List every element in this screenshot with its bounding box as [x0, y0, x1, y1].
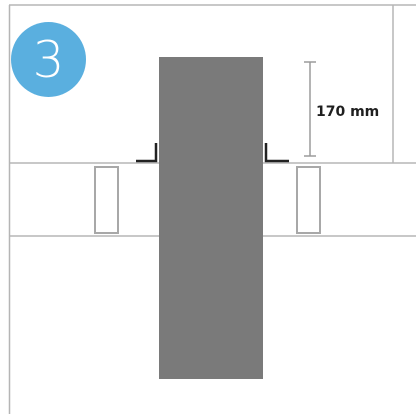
step-number: 3	[32, 30, 65, 89]
right-bracket	[264, 143, 289, 163]
dimension-label: 170 mm	[316, 104, 380, 120]
post	[159, 57, 263, 379]
left-bracket	[136, 143, 158, 163]
right-joist	[296, 166, 321, 234]
step-number-badge: 3	[11, 22, 86, 97]
left-joist	[94, 166, 119, 234]
